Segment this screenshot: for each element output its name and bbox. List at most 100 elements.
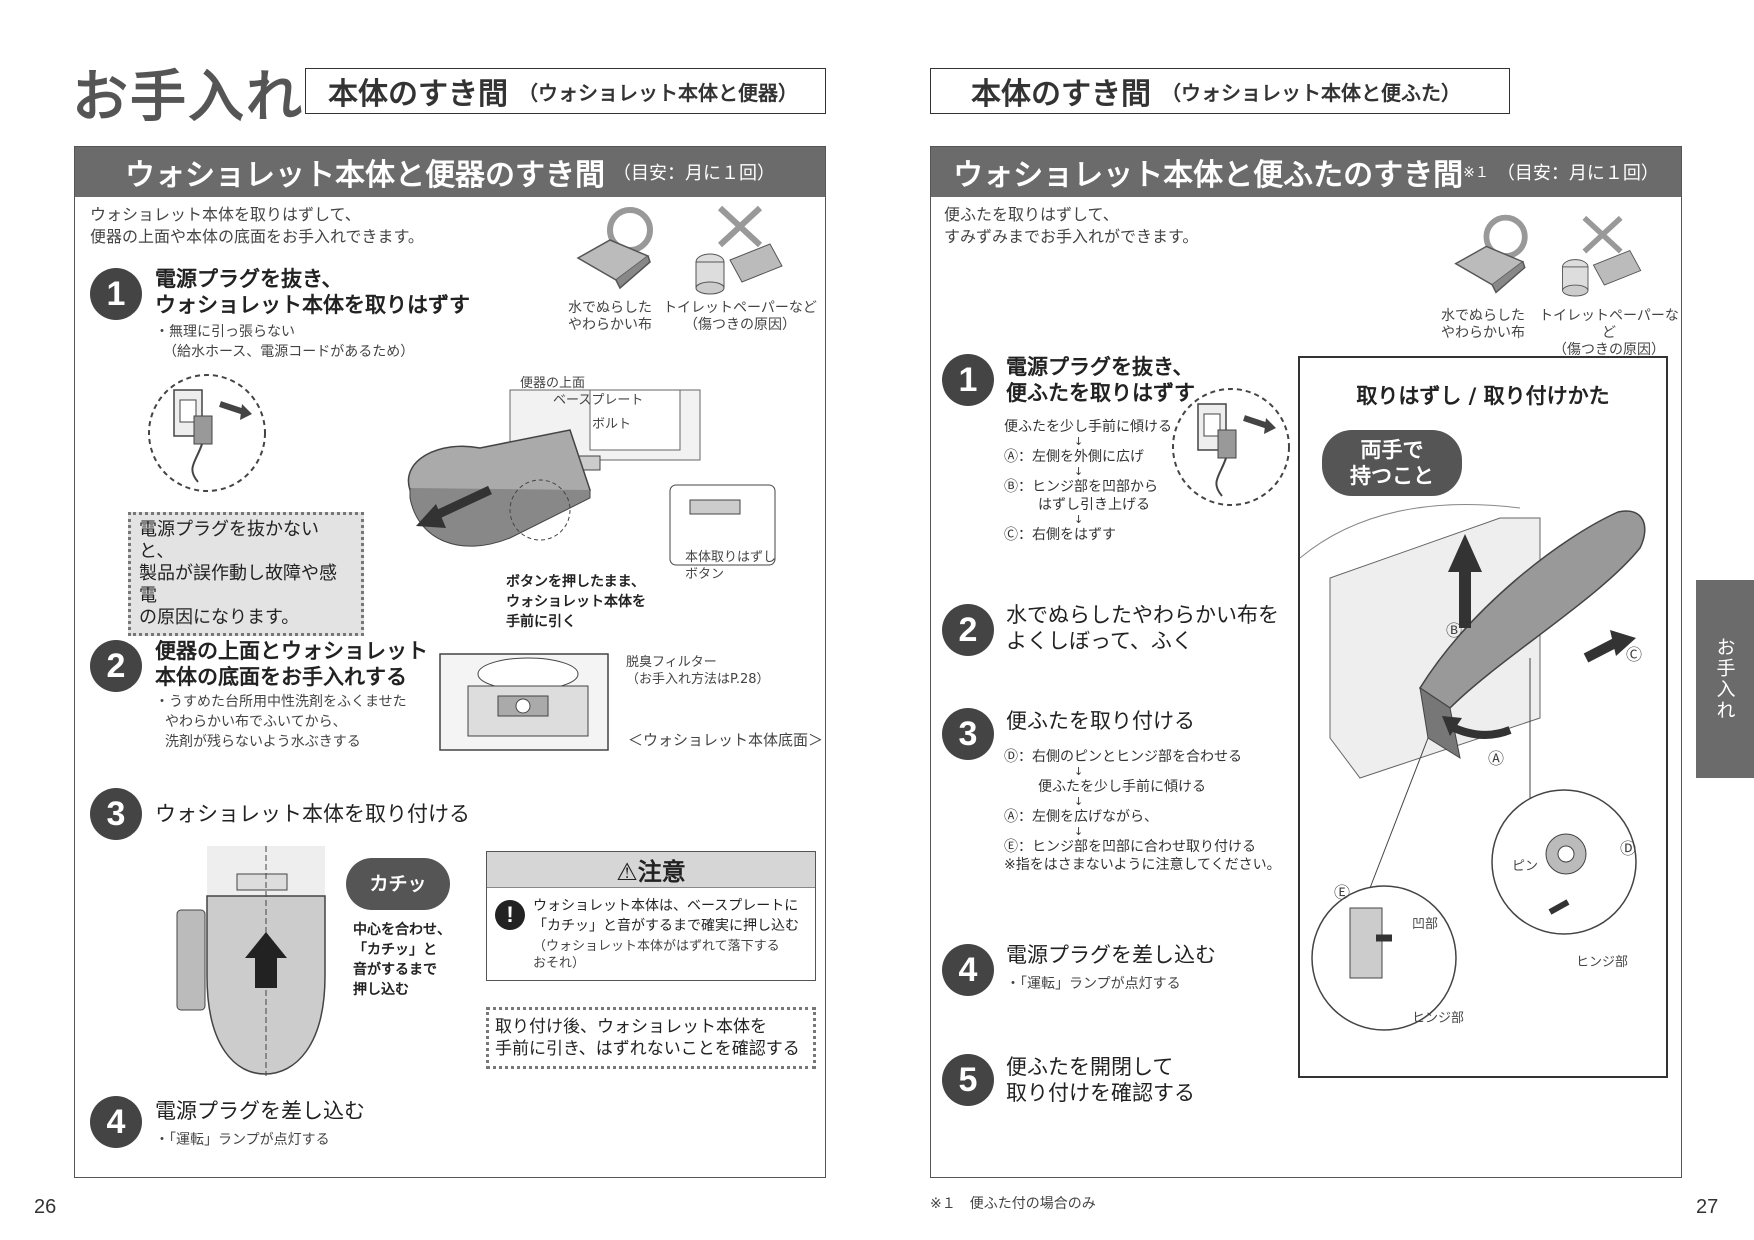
figure-title: 取りはずし / 取り付けかた — [1356, 384, 1610, 408]
warning-line: 電源プラグを抜かないと、 — [139, 519, 319, 562]
panel-band: ウォショレット本体と便器のすき間 （目安：月に１回） — [75, 147, 825, 197]
band-title: ウォショレット本体と便器のすき間 — [125, 158, 605, 193]
label-line: （お手入れ方法はP.28） — [626, 672, 770, 687]
panel-band: ウォショレット本体と便ふたのすき間 ※１ （目安：月に１回） — [931, 147, 1681, 197]
left-panel: ウォショレット本体と便器のすき間 （目安：月に１回） — [74, 146, 826, 1178]
step-number: 4 — [90, 1096, 142, 1148]
click-bubble: カチッ — [346, 858, 450, 910]
intro-text: 便ふたを取りはずして、 すみずみまでお手入れができます。 — [944, 204, 1198, 248]
cloth-ok-icon — [1448, 208, 1544, 304]
seq-line: Ⓔ：ヒンジ部を凹部に合わせ取り付ける — [1004, 839, 1256, 855]
intro-line: 便器の上面や本体の底面をお手入れできます。 — [90, 227, 424, 246]
step-note: ・うすめた台所用中性洗剤をふくませた やわらかい布でふいてから、 洗剤が残らない… — [155, 692, 407, 752]
page-title: お手入れ — [72, 65, 304, 130]
step-number: 3 — [942, 708, 994, 760]
caution-content: ウォショレット本体は、ベースプレートに 「カチッ」と音がするまで確実に押し込む … — [533, 896, 799, 972]
note-line: 音がするまで — [353, 962, 437, 978]
warning-line: の原因になります。 — [139, 607, 300, 628]
seq-line: Ⓓ：右側のピンとヒンジ部を合わせる — [1004, 749, 1242, 765]
paper-ng-icon — [1548, 208, 1648, 304]
label-bolt: ボルト — [592, 417, 632, 432]
step-number: 4 — [942, 944, 994, 996]
step-number: 2 — [90, 640, 142, 692]
note-line: （給水ホース、電源コードがあるため） — [163, 344, 415, 360]
step-sequence: 便ふたを少し手前に傾ける ↓ Ⓐ：左側を外側に広げ ↓ Ⓑ：ヒンジ部を凹部から … — [1004, 418, 1172, 544]
unit-bottom-illustration — [438, 652, 610, 752]
label-top: 便器の上面 — [520, 376, 586, 391]
step-title: 便器の上面とウォショレット 本体の底面をお手入れする — [155, 638, 428, 690]
step-title-line: ウォショレット本体を取りはずす — [155, 293, 470, 317]
step-title: 水でぬらしたやわらかい布を よくしぼって、ふく — [1006, 602, 1279, 654]
cloth-ok-icon — [570, 200, 670, 300]
caution-line: ウォショレット本体は、ベースプレートに — [533, 898, 799, 914]
intro-line: 便ふたを取りはずして、 — [944, 205, 1119, 224]
section-header-sub: （ウォショレット本体と便器） — [518, 80, 798, 105]
band-frequency: （目安：月に１回） — [613, 163, 775, 184]
exclamation-icon: ! — [495, 900, 525, 930]
step-number: 1 — [90, 268, 142, 320]
step-note: ・無理に引っ張らない （給水ホース、電源コードがあるため） — [155, 322, 414, 362]
band-frequency: （目安：月に１回） — [1496, 163, 1659, 184]
caption-line: トイレットペーパーなど — [1539, 308, 1679, 341]
caption-line: トイレットペーパーなど — [663, 300, 817, 316]
band-title: ウォショレット本体と便ふたのすき間 — [953, 158, 1464, 193]
section-header-sub: （ウォショレット本体と便ふた） — [1161, 80, 1461, 105]
note-line: 「カチッ」と — [353, 942, 437, 958]
step-title-line: 水でぬらしたやわらかい布を — [1006, 603, 1279, 627]
label-e: Ⓔ — [1334, 883, 1351, 902]
caption-line: やわらかい布 — [1441, 325, 1525, 341]
step-title-line: 便ふたを取りはずす — [1006, 381, 1195, 405]
step-title: 電源プラグを抜き、 便ふたを取りはずす — [1006, 354, 1195, 406]
label-bottom: ＜ウォショレット本体底面＞ — [628, 731, 824, 749]
pill-line: 両手で — [1360, 438, 1424, 462]
seq-line: はずし引き上げる — [1038, 497, 1150, 513]
label-base: ベースプレート — [553, 393, 644, 408]
section-header-main: 本体のすき間 — [971, 77, 1151, 112]
note-line: ・うすめた台所用中性洗剤をふくませた — [155, 694, 407, 710]
intro-line: ウォショレット本体を取りはずして、 — [90, 205, 361, 224]
seq-line: Ⓑ：ヒンジ部を凹部から — [1004, 479, 1158, 495]
right-panel: ウォショレット本体と便ふたのすき間 ※１ （目安：月に１回） — [930, 146, 1682, 1178]
label-release: 本体取りはずし ボタン — [685, 549, 776, 583]
plug-illustration — [146, 372, 268, 494]
footnote: ※１ 便ふた付の場合のみ — [930, 1196, 1096, 1212]
ok-caption: 水でぬらした やわらかい布 — [555, 300, 665, 334]
plug-illustration — [1170, 386, 1292, 508]
label-a: Ⓐ — [1488, 749, 1505, 768]
confirm-line: 取り付け後、ウォショレット本体を — [495, 1017, 767, 1037]
label-hinge: ヒンジ部 — [1412, 1011, 1465, 1026]
note-line: やわらかい布でふいてから、 — [165, 714, 347, 730]
step-title-line: 便ふたを開閉して — [1006, 1055, 1174, 1079]
seq-line: ※指をはさまないように注意してください。 — [1004, 857, 1281, 873]
band-footnote-ref: ※１ — [1463, 165, 1489, 181]
two-hands-pill: 両手で 持つこと — [1322, 430, 1462, 496]
step-note: ・「運転」ランプが点灯する — [1006, 976, 1181, 992]
step-title: ウォショレット本体を取り付ける — [155, 802, 470, 826]
note-line: 中心を合わせ、 — [353, 922, 451, 938]
seq-line: 便ふたを少し手前に傾ける — [1038, 779, 1206, 795]
label-d: Ⓓ — [1620, 839, 1637, 858]
step-title-line: 電源プラグを抜き、 — [1006, 355, 1194, 379]
intro-line: すみずみまでお手入れができます。 — [944, 227, 1199, 246]
label-c: Ⓒ — [1626, 645, 1643, 664]
label-filter: 脱臭フィルター （お手入れ方法はP.28） — [626, 654, 770, 688]
pill-line: 持つこと — [1350, 464, 1434, 488]
label-line: ボタン — [685, 567, 725, 582]
confirm-line: 手前に引き、はずれないことを確認する — [495, 1039, 800, 1059]
section-header-main: 本体のすき間 — [328, 77, 508, 112]
seq-line: Ⓐ：左側を外側に広げ — [1004, 449, 1144, 465]
seq-line: Ⓒ：右側をはずす — [1004, 527, 1116, 543]
step-note: ・「運転」ランプが点灯する — [155, 1132, 330, 1148]
caption-line: （傷つきの原因） — [1553, 342, 1665, 358]
label-recess: 凹部 — [1412, 917, 1439, 932]
note-line: 洗剤が残らないよう水ぶきする — [165, 734, 361, 750]
note-line: 押し込む — [353, 982, 409, 998]
section-header: 本体のすき間 （ウォショレット本体と便ふた） — [930, 68, 1510, 114]
seat-removal-illustration — [400, 370, 780, 580]
caution-body: ! ウォショレット本体は、ベースプレートに 「カチッ」と音がするまで確実に押し込… — [487, 888, 815, 980]
confirm-box: 取り付け後、ウォショレット本体を 手前に引き、はずれないことを確認する — [486, 1007, 816, 1069]
label-pin: ピン — [1512, 859, 1539, 874]
warning-box: 電源プラグを抜かないと、 製品が誤作動し故障や感電 の原因になります。 — [128, 512, 364, 636]
caption-line: 水でぬらした — [1441, 308, 1525, 324]
label-push: ボタンを押したまま、 ウォショレット本体を 手前に引く — [506, 572, 646, 632]
